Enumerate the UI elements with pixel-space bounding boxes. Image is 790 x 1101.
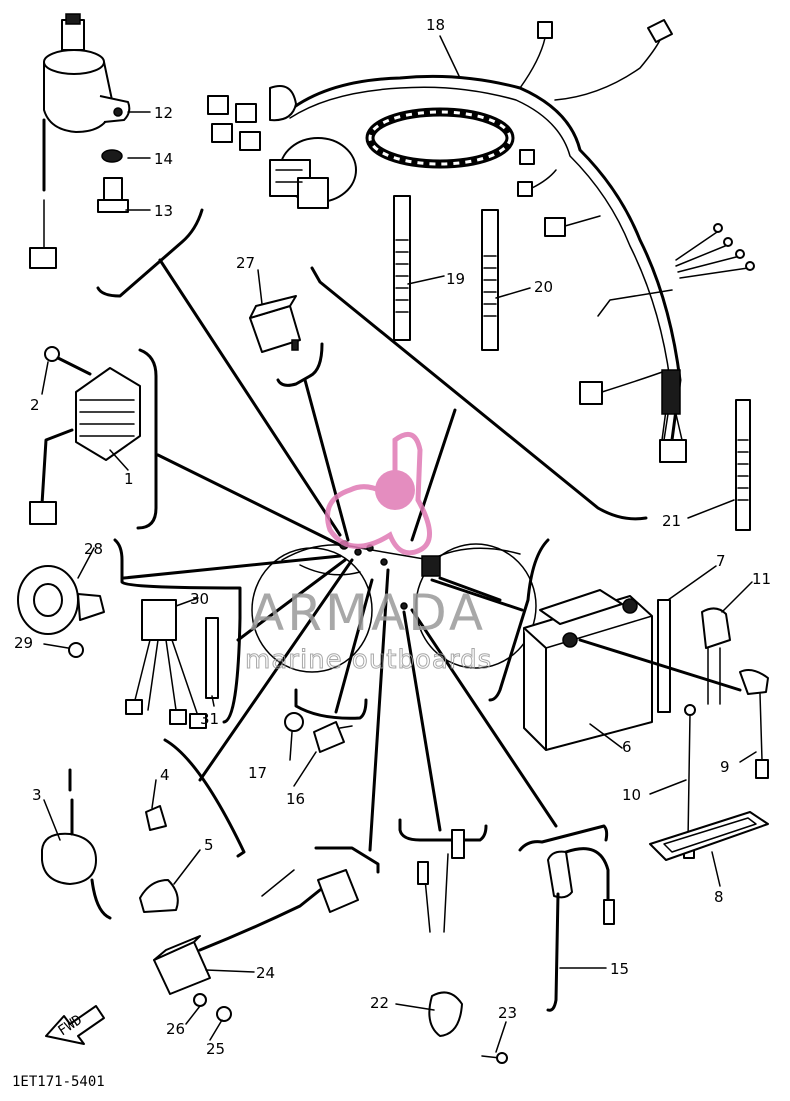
spark-plug-cap [546, 847, 615, 1012]
callout-14: 14 [154, 150, 173, 168]
callout-20: 20 [534, 278, 553, 296]
watermark-brand: ARMADA [250, 584, 486, 642]
pickup-coil [417, 829, 508, 1064]
callout-leaders [41, 35, 757, 1053]
diagram-code: 1ET171-5401 [12, 1074, 105, 1090]
relay [249, 295, 301, 353]
callout-11: 11 [752, 570, 771, 588]
callout-4: 4 [160, 766, 170, 784]
callout-21: 21 [662, 512, 681, 530]
callout-31: 31 [200, 710, 219, 728]
callout-30: 30 [190, 590, 209, 608]
callout-17: 17 [248, 764, 267, 782]
callout-15: 15 [610, 960, 629, 978]
main-wire-harness [207, 19, 755, 463]
cable-bands [393, 195, 751, 531]
callout-6: 6 [622, 738, 632, 756]
direction-arrow: FWD [45, 1005, 105, 1045]
callout-3: 3 [32, 786, 42, 804]
callout-24: 24 [256, 964, 275, 982]
callout-5: 5 [204, 836, 214, 854]
callout-13: 13 [154, 202, 173, 220]
callout-8: 8 [714, 888, 724, 906]
callout-27: 27 [236, 254, 255, 272]
neutral-switch [284, 712, 353, 753]
callout-9: 9 [720, 758, 730, 776]
ignition-coil [41, 768, 179, 920]
main-switch [29, 13, 131, 269]
callout-12: 12 [154, 104, 173, 122]
callout-labels: 12 14 13 18 27 19 20 21 1 2 28 29 30 31 … [14, 16, 771, 1058]
callout-26: 26 [166, 1020, 185, 1038]
callout-19: 19 [446, 270, 465, 288]
battery-assembly [523, 589, 769, 861]
callout-23: 23 [498, 1004, 517, 1022]
callout-2: 2 [30, 396, 40, 414]
central-connector-block [421, 555, 441, 577]
callout-10: 10 [622, 786, 641, 804]
group-brackets [96, 208, 648, 874]
watermark-logo: ARMADA marine outboards [245, 431, 492, 676]
leader-lines [122, 258, 558, 852]
callout-7: 7 [716, 552, 726, 570]
callout-22: 22 [370, 994, 389, 1012]
callout-1: 1 [124, 470, 134, 488]
callout-18: 18 [426, 16, 445, 34]
callout-28: 28 [84, 540, 103, 558]
horn [17, 565, 105, 658]
watermark-tagline: marine outboards [245, 645, 492, 675]
rectifier-regulator [29, 346, 141, 525]
callout-16: 16 [286, 790, 305, 808]
callout-29: 29 [14, 634, 33, 652]
cdi-unit [153, 869, 359, 1022]
flasher-relay [125, 599, 219, 729]
callout-25: 25 [206, 1040, 225, 1058]
